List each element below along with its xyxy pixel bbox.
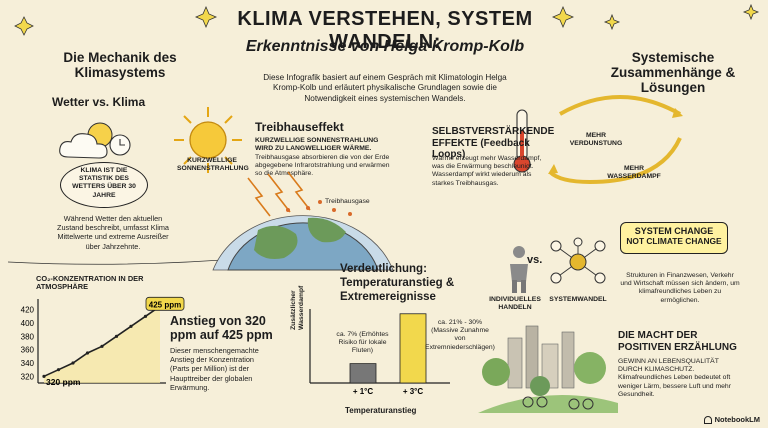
sun-icon xyxy=(174,107,242,173)
weather-heading: Wetter vs. Klima xyxy=(52,95,146,109)
co2-point xyxy=(71,361,75,365)
greenhouse-heading: Treibhauseffekt xyxy=(255,120,344,134)
bar-heading: Verdeutlichung: Temperaturanstieg & Extr… xyxy=(340,263,455,303)
co2-tick-label: 360 xyxy=(21,346,35,355)
person-icon xyxy=(510,246,528,293)
notebooklm-logo: NotebookLM xyxy=(703,415,760,424)
system-change-box: SYSTEM CHANGE NOT CLIMATE CHANGE xyxy=(620,222,728,254)
title-sparkles xyxy=(14,3,760,36)
co2-chart-label: CO₂-KONZENTRATION IN DER ATMOSPHÄRE xyxy=(36,274,144,292)
earth-illustration xyxy=(212,171,394,271)
co2-point xyxy=(114,334,119,338)
left-divider xyxy=(7,257,249,265)
climate-bubble: KLIMA IST DIE STATISTIK DES WETTERS ÜBER… xyxy=(60,162,148,208)
co2-tick-label: 380 xyxy=(21,332,35,341)
co2-point xyxy=(100,344,104,348)
bar xyxy=(399,313,427,384)
co2-heading: Anstieg von 320 ppm auf 425 ppm xyxy=(170,314,273,342)
co2-chart: 320 340 360 380 400 420 425 ppm 320 ppm xyxy=(21,296,185,387)
positive-heading: DIE MACHT DER POSITIVEN ERZÄHLUNG xyxy=(618,330,737,353)
greenhouse-text: Treibhausgase absorbieren die von der Er… xyxy=(255,154,390,178)
sun-label: KURZWELLIGE SONNENSTRAHLUNG xyxy=(177,157,249,173)
co2-point xyxy=(85,351,90,355)
notebooklm-icon xyxy=(703,415,712,424)
feedback-loop-icon xyxy=(513,95,683,185)
system-text: Strukturen in Finanzwesen, Verkehr und W… xyxy=(620,272,740,304)
weather-text: Während Wetter den aktuellen Zustand bes… xyxy=(57,214,169,251)
city-park-illustration xyxy=(478,325,618,413)
co2-start-label: 320 ppm xyxy=(46,377,81,387)
co2-end-label: 425 ppm xyxy=(149,300,181,309)
system-label: SYSTEMWANDEL xyxy=(549,296,607,303)
positive-text: GEWINN AN LEBENSQUALITÄT DURCH KLIMASCHU… xyxy=(618,358,731,398)
co2-tick-label: 420 xyxy=(21,306,35,315)
co2-tick-label: 340 xyxy=(21,359,35,368)
co2-text: Dieser menschengemachte Anstieg der Konz… xyxy=(170,346,259,392)
cloud-sun-icon xyxy=(59,122,131,159)
bar-xlabel: Temperaturanstieg xyxy=(345,406,417,415)
bar xyxy=(349,363,377,384)
bar-annotation-2: ca. 21% - 30% (Massive Zunahme von Extre… xyxy=(425,319,495,351)
bar-category-label: + 1°C xyxy=(353,387,374,396)
gas-label: Treibhausgase xyxy=(325,198,370,205)
loop-label-2: MEHR WASSERDAMPF xyxy=(607,165,661,181)
system-network-icon xyxy=(550,237,606,284)
vs-label: vs. xyxy=(527,254,543,266)
loop-label-1: MEHR VERDUNSTUNG xyxy=(569,132,623,148)
co2-point xyxy=(42,374,46,378)
bar-annotation-1: ca. 7% (Erhöhtes Risiko für lokale Flute… xyxy=(336,331,389,355)
right-heading: Systemische Zusammenhänge & Lösungen xyxy=(610,50,736,95)
bar-ylabel: Zusätzlicher Wasserdampf xyxy=(290,285,306,330)
intro-text: Diese Infografik basiert auf einem Gespr… xyxy=(263,73,507,103)
co2-tick-label: 400 xyxy=(21,319,35,328)
co2-point xyxy=(129,324,133,328)
co2-end-badge xyxy=(145,296,185,311)
co2-point xyxy=(143,314,148,318)
co2-tick-label: 320 xyxy=(21,372,35,381)
greenhouse-lead: KURZWELLIGE SONNENSTRAHLUNG WIRD ZU LANG… xyxy=(255,137,379,153)
page-title: KLIMA VERSTEHEN, SYSTEM WANDELN: xyxy=(237,8,533,53)
left-heading: Die Mechanik des Klimasystems xyxy=(63,50,177,80)
feedback-heading: SELBSTVERSTÄRKENDE EFFEKTE (Feedback Loo… xyxy=(432,126,555,160)
co2-point xyxy=(56,368,61,372)
feedback-text: Wärme erzeugt mehr Wasserdampf, was die … xyxy=(432,155,542,187)
individual-label: INDIVIDUELLES HANDELN xyxy=(489,296,541,312)
bar-chart: + 1°C + 3°C xyxy=(309,309,450,396)
page-subtitle: Erkenntnisse von Helga Kromp-Kolb xyxy=(245,38,525,55)
bar-category-label: + 3°C xyxy=(403,387,424,396)
